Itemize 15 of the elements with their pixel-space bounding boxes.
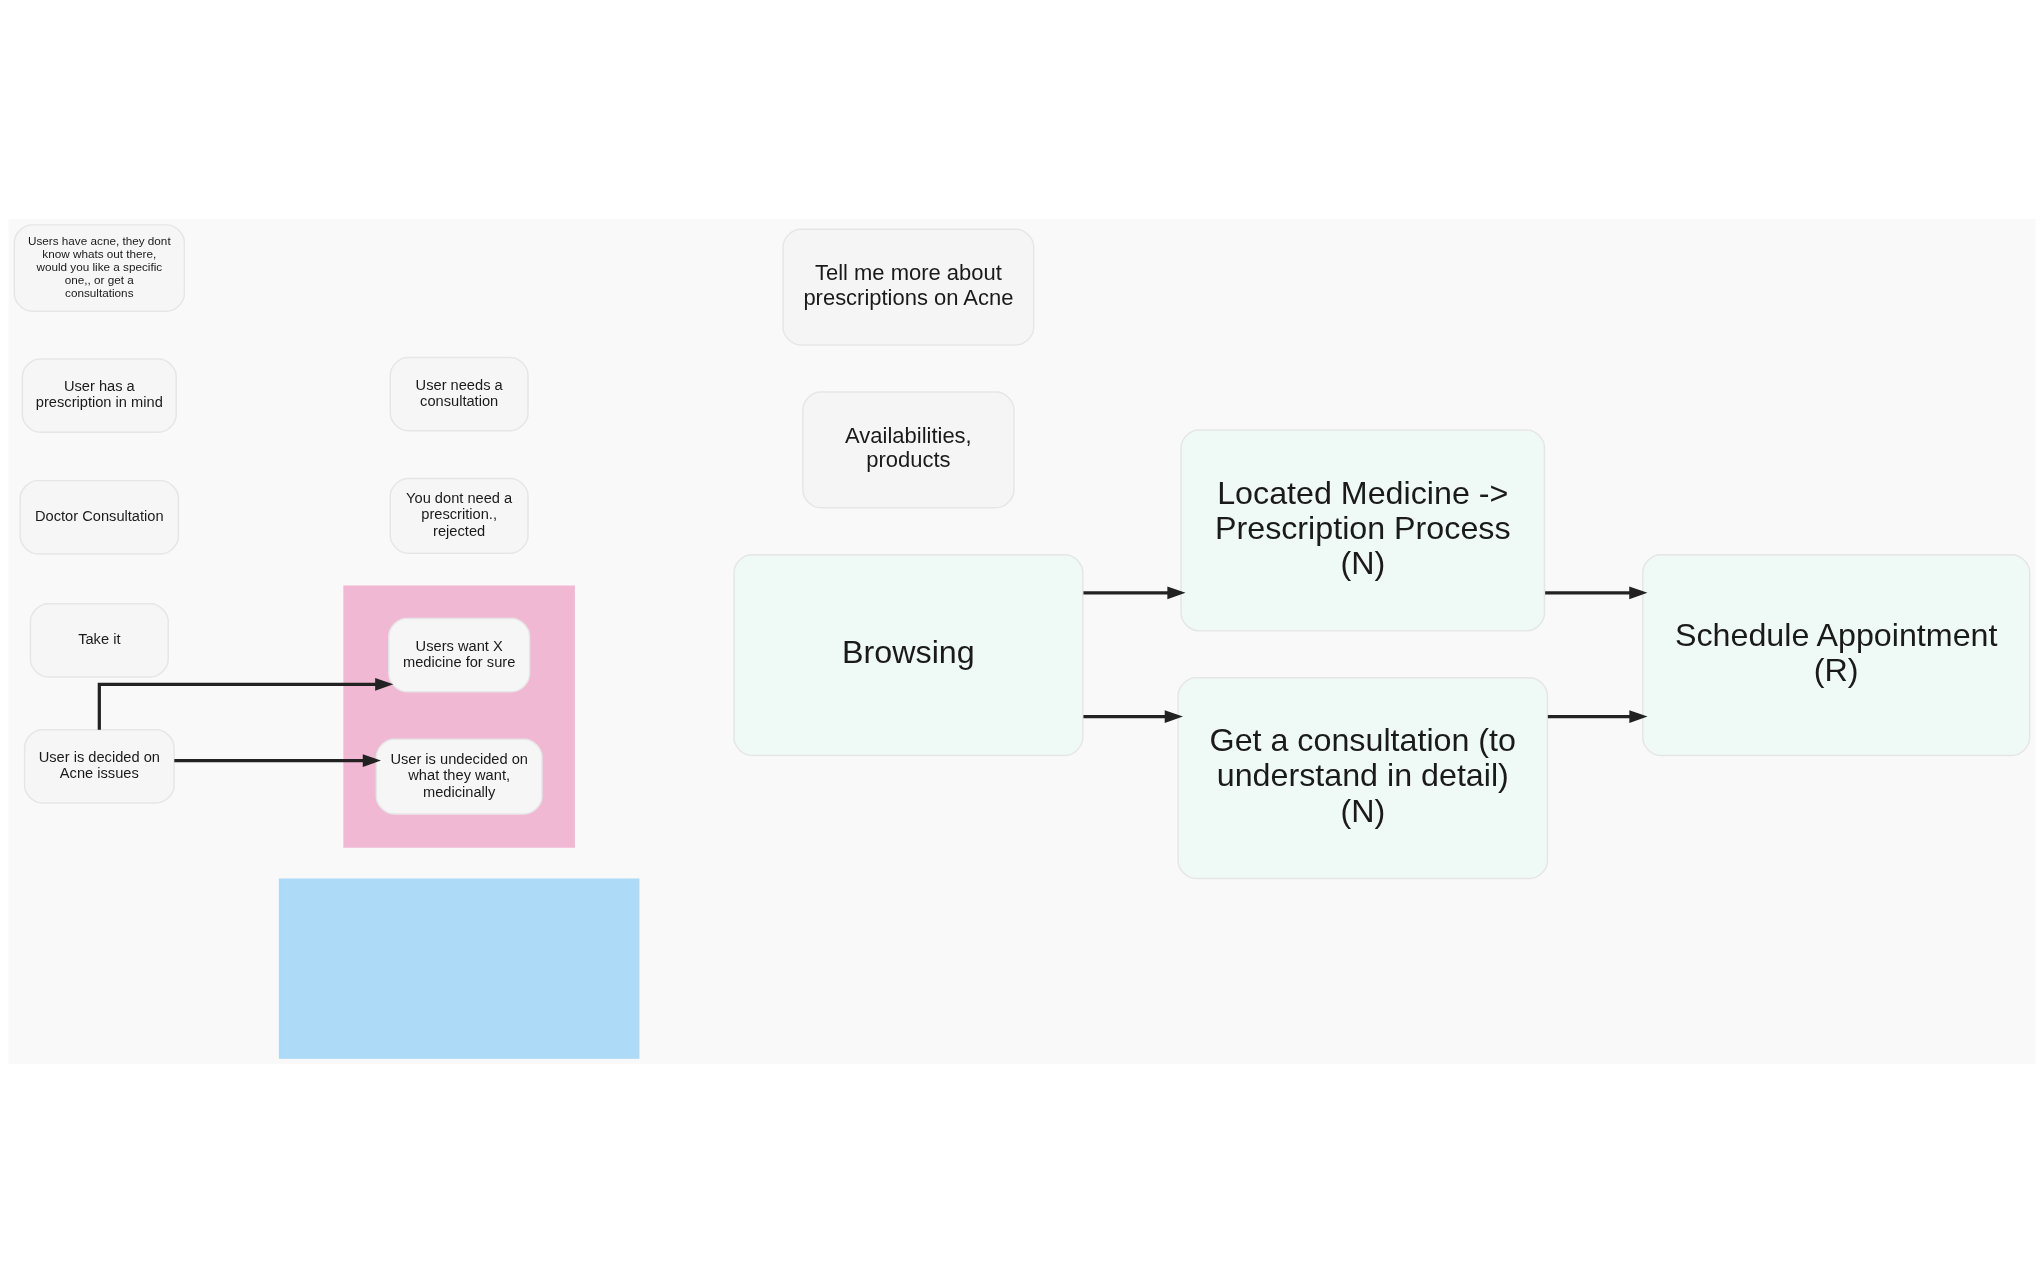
node-box: User is decided on Acne issues [23,728,175,804]
node-box: Schedule Appointment (R) [1642,553,2031,756]
arrow [1083,709,1183,723]
arrow [174,753,381,767]
node-box: Users want X medicine for sure [388,617,531,692]
cluster [343,584,575,848]
node-box: User is undecided on what they want, medicinally [375,738,543,815]
node-box: Browsing [733,553,1084,756]
node-box: Get a consultation (to understand in detail) (N) [1177,676,1549,879]
arrow [97,677,394,730]
node-box [278,878,640,1059]
arrow [1547,709,1648,723]
node-box: Located Medicine -> Prescription Process (N) [1180,428,1546,632]
arrow [1083,585,1186,599]
arrow [1545,585,1648,599]
